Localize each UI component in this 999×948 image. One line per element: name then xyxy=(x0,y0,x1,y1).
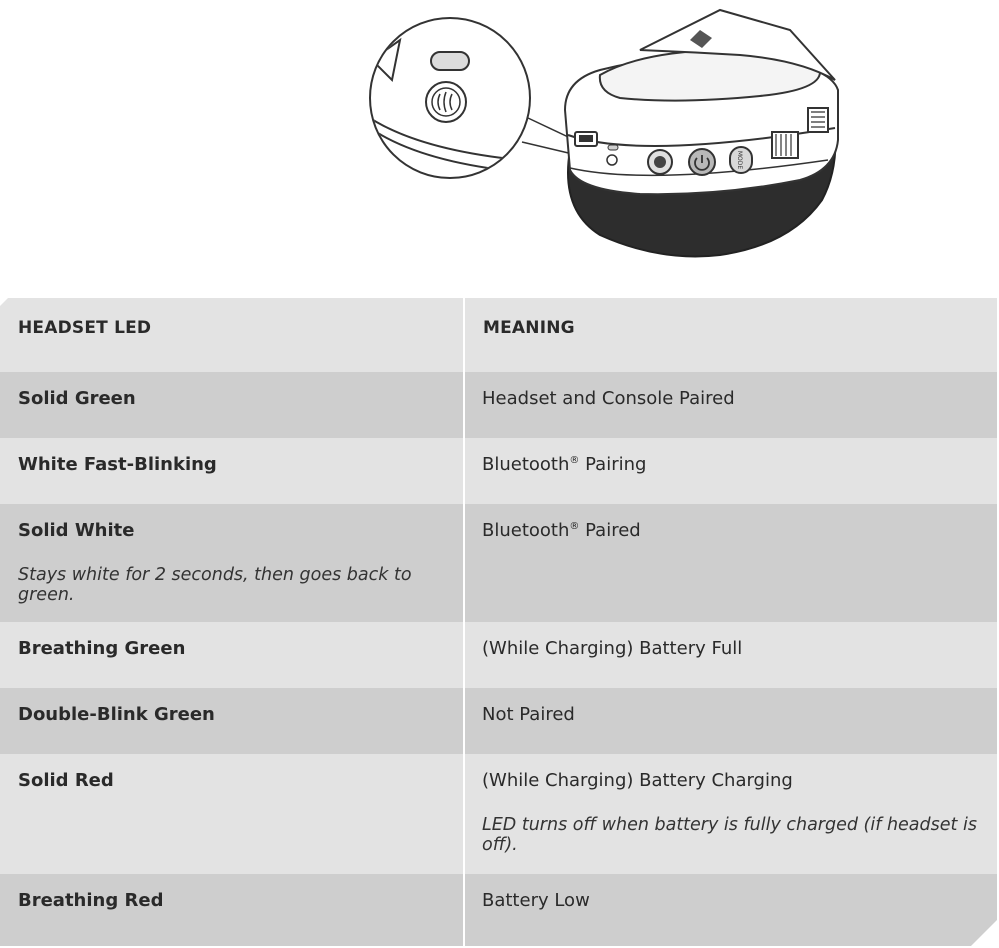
zoom-circle xyxy=(369,17,531,179)
header-meaning: MEANING xyxy=(463,298,997,372)
mode-button xyxy=(729,146,753,174)
small-button-icon xyxy=(606,154,618,166)
meaning-note: LED turns off when battery is fully char… xyxy=(482,815,977,855)
table-row: Breathing Red Battery Low xyxy=(0,874,997,946)
ear-cup: MODE xyxy=(563,8,839,258)
table-row: Double-Blink Green Not Paired xyxy=(0,688,997,754)
led-state: Double-Blink Green xyxy=(18,704,215,725)
led-table: HEADSET LED MEANING Solid Green Headset … xyxy=(0,298,997,946)
table-row: White Fast-Blinking Bluetooth® Pairing xyxy=(0,438,997,504)
led-state: White Fast-Blinking xyxy=(18,454,217,475)
led-indicator xyxy=(607,144,619,151)
table-row: Solid Red (While Charging) Battery Charg… xyxy=(0,754,997,874)
led-meaning: Bluetooth® Paired xyxy=(482,520,641,541)
led-table-container: HEADSET LED MEANING Solid Green Headset … xyxy=(0,298,999,948)
mic-wheel-icon xyxy=(807,107,829,133)
led-meaning: (While Charging) Battery Full xyxy=(482,638,743,659)
led-note: Stays white for 2 seconds, then goes bac… xyxy=(18,565,412,605)
led-state: Solid White xyxy=(18,520,135,541)
table-corner-cut-bottom-right xyxy=(969,920,997,948)
headset-ear-cup-illustration: MODE xyxy=(369,8,839,258)
led-meaning: (While Charging) Battery Charging xyxy=(482,770,793,791)
led-meaning: Bluetooth® Pairing xyxy=(482,454,647,475)
led-meaning: Headset and Console Paired xyxy=(482,388,735,409)
header-headset-led: HEADSET LED xyxy=(0,298,464,372)
table-row: Solid White Stays white for 2 seconds, t… xyxy=(0,504,997,622)
table-corner-cut-top-left xyxy=(0,298,8,306)
table-row: Solid Green Headset and Console Paired xyxy=(0,372,997,438)
table-row: Breathing Green (While Charging) Battery… xyxy=(0,622,997,688)
led-state: Solid Green xyxy=(18,388,136,409)
led-state: Solid Red xyxy=(18,770,114,791)
led-state: Breathing Red xyxy=(18,890,164,911)
led-meaning: Not Paired xyxy=(482,704,575,725)
led-meaning: Battery Low xyxy=(482,890,590,911)
table-header-row: HEADSET LED MEANING xyxy=(0,298,997,372)
led-indicator-zoomed xyxy=(430,51,470,71)
led-state: Breathing Green xyxy=(18,638,186,659)
mode-button-label: MODE xyxy=(736,151,743,170)
logo-icon xyxy=(690,30,712,48)
